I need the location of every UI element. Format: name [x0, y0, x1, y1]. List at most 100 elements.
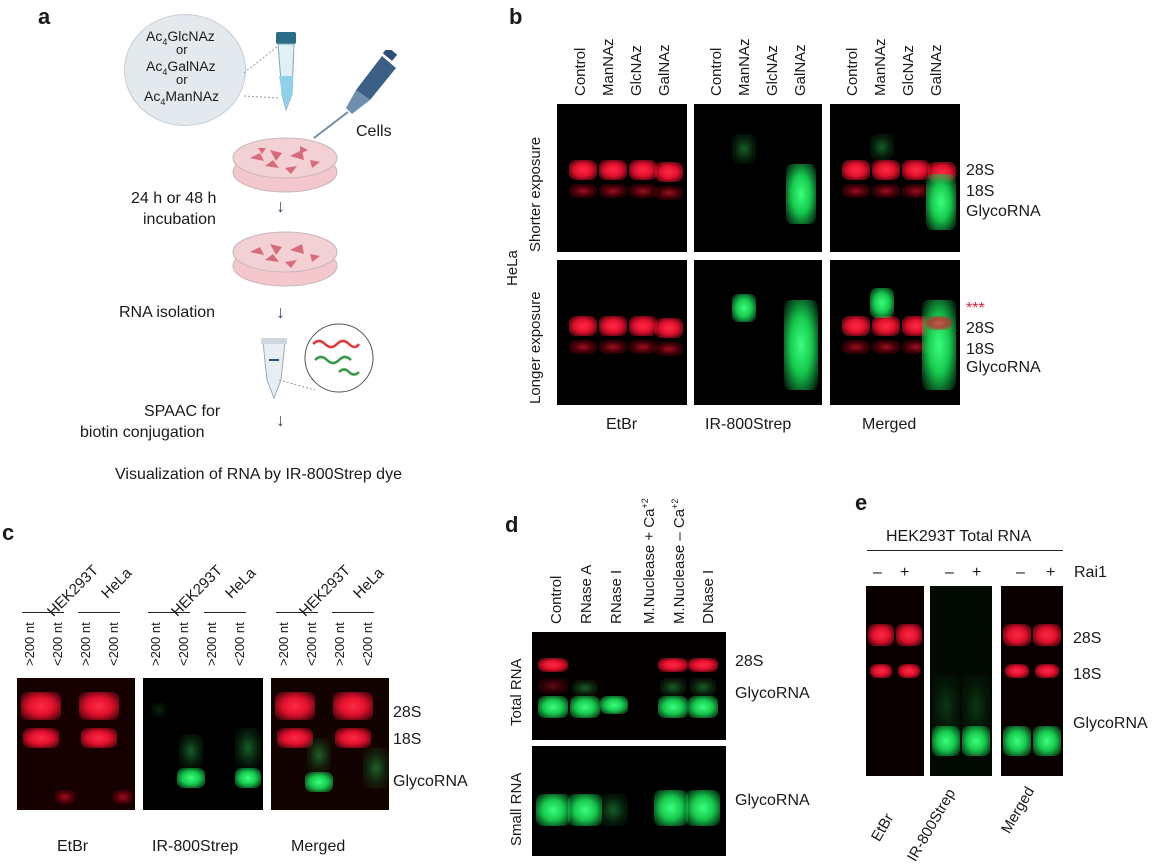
- panel-b-cell-line: HeLa: [504, 250, 521, 286]
- b-lane-label-0-1: ManNAz: [600, 38, 617, 96]
- culture-dish-icon: [232, 137, 338, 193]
- d-lane-label-3: M.Nuclease + Ca+2: [640, 498, 658, 624]
- e-sign-5: +: [1046, 564, 1056, 581]
- d-top-glycorna: GlycoRNA: [735, 685, 810, 702]
- e-sign-1: +: [900, 564, 910, 581]
- c-size-label-1-1: <200 nt: [176, 622, 191, 666]
- d-lane-label-0: Control: [548, 576, 565, 624]
- c-bottom-etbr: EtBr: [57, 838, 89, 855]
- panel-a-letter: a: [38, 4, 51, 29]
- d-lane-label-2: RNase I: [608, 570, 625, 624]
- d-lane-text-4: M.Nuclease – Ca: [671, 508, 688, 624]
- d-ca-superscript-3: +2: [640, 498, 650, 509]
- gel-e-ir: [930, 586, 992, 776]
- e-bottom-merged: Merged: [998, 783, 1039, 837]
- b-top-28s: 28S: [966, 162, 995, 179]
- d-lane-text-3: M.Nuclease + Ca: [641, 508, 658, 624]
- rna-tube-icon: [261, 323, 374, 400]
- c-glycorna: GlycoRNA: [393, 773, 468, 790]
- c-size-label-0-1: <200 nt: [50, 622, 65, 666]
- b-lane-label-1-3: GalNAz: [792, 44, 809, 96]
- sugar-galnaz: Ac4GalNAz: [146, 58, 216, 77]
- e-sign-4: –: [1016, 564, 1025, 581]
- d-bottom-glycorna: GlycoRNA: [735, 792, 810, 809]
- gel-d-total: [532, 632, 726, 740]
- spaac-line2: biotin conjugation: [80, 424, 205, 441]
- gel-c-etbr: [17, 678, 135, 810]
- panel-d-letter: d: [505, 512, 519, 537]
- e-header-rule: [867, 550, 1063, 551]
- d-lane-text-1: RNase A: [578, 564, 595, 624]
- b-bottom-merged: Merged: [862, 416, 917, 433]
- d-top-28s: 28S: [735, 653, 764, 670]
- gel-e-merged: [1001, 586, 1063, 776]
- c-size-label-1-3: <200 nt: [232, 622, 247, 666]
- c-28s: 28S: [393, 704, 422, 721]
- b-lane-label-1-2: GlcNAz: [764, 45, 781, 96]
- b-lane-label-2-3: GalNAz: [928, 44, 945, 96]
- b-top-glycorna: GlycoRNA: [966, 203, 1041, 220]
- panel-b-letter: b: [509, 4, 523, 29]
- cells-label: Cells: [356, 123, 392, 140]
- d-ca-superscript-4: +2: [670, 498, 680, 509]
- gel-e-etbr: [866, 586, 924, 776]
- gel-c-merged: [271, 678, 389, 810]
- b-lane-label-2-0: Control: [844, 47, 861, 96]
- e-sign-2: –: [945, 564, 954, 581]
- b-bottom-ir: IR-800Strep: [705, 416, 792, 433]
- tube-icon: [243, 32, 296, 112]
- b-bottom-asterisks: ***: [966, 300, 985, 317]
- e-bottom-etbr: EtBr: [868, 810, 898, 845]
- incubation-line2: incubation: [143, 211, 216, 228]
- d-lane-label-1: RNase A: [578, 565, 595, 624]
- gel-d-small: [532, 746, 726, 856]
- e-bottom-ir: IR-800Strep: [904, 785, 960, 865]
- incubation-line1: 24 h or 48 h: [131, 190, 217, 207]
- c-size-label-1-0: >200 nt: [148, 622, 163, 666]
- c-size-label-2-0: >200 nt: [276, 622, 291, 666]
- c-size-label-2-1: <200 nt: [304, 622, 319, 666]
- c-size-label-2-3: <200 nt: [360, 622, 375, 666]
- e-sign-3: +: [972, 564, 982, 581]
- culture-dish-icon-2: [232, 231, 338, 287]
- b-lane-label-2-2: GlcNAz: [900, 45, 917, 96]
- c-group-rule-1-a: [148, 612, 190, 613]
- sugar-mannaz: Ac4ManNAz: [144, 88, 220, 107]
- b-lane-label-1-1: ManNAz: [736, 38, 753, 96]
- c-bottom-merged: Merged: [291, 838, 346, 855]
- c-size-label-1-2: >200 nt: [204, 622, 219, 666]
- d-lane-text-5: DNase I: [700, 569, 717, 624]
- d-lane-label-4: M.Nuclease – Ca+2: [670, 499, 688, 624]
- c-group-label-2-1: HeLa: [350, 564, 388, 603]
- b-lane-label-0-0: Control: [572, 47, 589, 96]
- c-size-label-0-0: >200 nt: [22, 622, 37, 666]
- e-sign-0: –: [873, 564, 882, 581]
- gel-c-ir: [143, 678, 263, 810]
- d-lane-label-5: DNase I: [700, 570, 717, 624]
- panel-c-letter: c: [2, 520, 15, 545]
- c-size-label-0-3: <200 nt: [106, 622, 121, 666]
- b-lane-label-1-0: Control: [708, 47, 725, 96]
- c-group-rule-0-b: [78, 612, 120, 613]
- rna-isolation-label: RNA isolation: [119, 304, 216, 321]
- sugar-or-2: or: [176, 72, 188, 87]
- e-glycorna: GlycoRNA: [1073, 715, 1148, 732]
- d-lane-text-0: Control: [548, 575, 565, 624]
- c-group-rule-2-a: [276, 612, 318, 613]
- c-size-label-2-2: >200 nt: [332, 622, 347, 666]
- c-group-rule-0-a: [22, 612, 64, 613]
- gel-b-etbr-short: [557, 104, 687, 252]
- e-28s: 28S: [1073, 630, 1102, 647]
- b-bottom-etbr: EtBr: [606, 416, 638, 433]
- e-header: HEK293T Total RNA: [886, 528, 1032, 545]
- gel-b-merged-short: [830, 104, 960, 252]
- d-row2-label: Small RNA: [508, 772, 525, 846]
- b-lane-label-0-2: GlcNAz: [628, 45, 645, 96]
- c-bottom-ir: IR-800Strep: [152, 838, 239, 855]
- c-group-label-0-1: HeLa: [98, 564, 136, 603]
- e-rai1-label: Rai1: [1074, 564, 1107, 581]
- c-group-rule-2-b: [332, 612, 374, 613]
- b-bottom-glycorna: GlycoRNA: [966, 359, 1041, 376]
- arrow-down-icon: ↓: [276, 196, 285, 216]
- b-bottom-28s: 28S: [966, 320, 995, 337]
